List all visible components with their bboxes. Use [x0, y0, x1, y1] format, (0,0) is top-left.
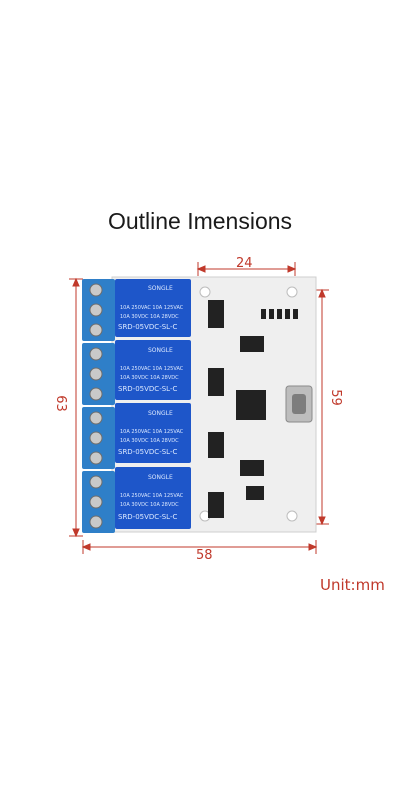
usb-c-port-icon [292, 394, 306, 414]
header-pin [293, 309, 298, 319]
page-title: Outline Imensions [107, 208, 293, 234]
mounting-hole-top-left [199, 286, 211, 298]
relay-rating-1: 10A 250VAC 10A 125VAC [120, 493, 184, 499]
screw-icon [89, 495, 103, 509]
screw-icon [89, 451, 103, 465]
dimension-lines [69, 262, 329, 554]
optocoupler-2 [208, 368, 224, 396]
relay-1: SONGLE 10A 250VAC 10A 125VAC 10A 30VDC 1… [115, 279, 191, 337]
screw-icon [89, 303, 103, 317]
relay-model: SRD-05VDC-SL-C [118, 323, 177, 331]
header-pin [269, 309, 274, 319]
dim-arrow-bottom-left [81, 543, 91, 551]
relay-body [115, 403, 191, 463]
chip-1 [240, 336, 264, 352]
screw-icon [89, 431, 103, 445]
dimension-label-right: 59 [327, 389, 343, 406]
optocoupler-1 [208, 300, 224, 328]
screw-icon [89, 411, 103, 425]
relay-rating-2: 10A 30VDC 10A 28VDC [120, 375, 179, 381]
terminal-blocks [82, 279, 115, 533]
regulator-chip [246, 486, 264, 500]
relay-model: SRD-05VDC-SL-C [118, 513, 177, 521]
relay-body [115, 279, 191, 337]
optocoupler-3 [208, 432, 224, 458]
dim-arrow-top-right [287, 265, 297, 273]
pcb-components [208, 300, 298, 518]
dimension-label-left: 63 [52, 395, 68, 412]
screw-icon [89, 347, 103, 361]
relay-rating-1: 10A 250VAC 10A 125VAC [120, 305, 184, 311]
relay-model: SRD-05VDC-SL-C [118, 448, 177, 456]
relay-rating-2: 10A 30VDC 10A 28VDC [120, 438, 179, 444]
relay-rating-1: 10A 250VAC 10A 125VAC [120, 366, 184, 372]
relay-brand: SONGLE [148, 285, 173, 292]
screw-icon [89, 283, 103, 297]
microcontroller-chip [236, 390, 266, 420]
screw-icon [89, 475, 103, 489]
dimension-label-top: 24 [236, 256, 253, 271]
dim-arrow-bottom-right [308, 543, 318, 551]
mounting-hole-bottom-right [286, 510, 298, 522]
header-pin [261, 309, 266, 319]
optocoupler-4 [208, 492, 224, 518]
relay-3: SONGLE 10A 250VAC 10A 125VAC 10A 30VDC 1… [115, 403, 191, 463]
relay-2: SONGLE 10A 250VAC 10A 125VAC 10A 30VDC 1… [115, 340, 191, 400]
header-pin [285, 309, 290, 319]
mounting-hole-top-right [286, 286, 298, 298]
dim-arrow-right-bottom [318, 516, 326, 526]
terminal-screws [89, 283, 103, 529]
chip-2 [240, 460, 264, 476]
relay-model: SRD-05VDC-SL-C [118, 385, 177, 393]
unit-label: Unit:mm [320, 576, 385, 594]
screw-icon [89, 367, 103, 381]
relay-brand: SONGLE [148, 410, 173, 417]
relay-rating-1: 10A 250VAC 10A 125VAC [120, 429, 184, 435]
screw-icon [89, 323, 103, 337]
relay-rating-2: 10A 30VDC 10A 28VDC [120, 314, 179, 320]
screw-icon [89, 387, 103, 401]
relay-brand: SONGLE [148, 347, 173, 354]
dim-arrow-left-bottom [72, 528, 80, 538]
relay-rating-2: 10A 30VDC 10A 28VDC [120, 502, 179, 508]
dim-arrow-top-left [196, 265, 206, 273]
relay-brand: SONGLE [148, 474, 173, 481]
dimension-label-bottom: 58 [196, 548, 213, 563]
relay-body [115, 340, 191, 400]
header-pin [277, 309, 282, 319]
relay-body [115, 467, 191, 529]
dim-arrow-left-top [72, 277, 80, 287]
screw-icon [89, 515, 103, 529]
relay-4: SONGLE 10A 250VAC 10A 125VAC 10A 30VDC 1… [115, 467, 191, 529]
dim-arrow-right-top [318, 288, 326, 298]
